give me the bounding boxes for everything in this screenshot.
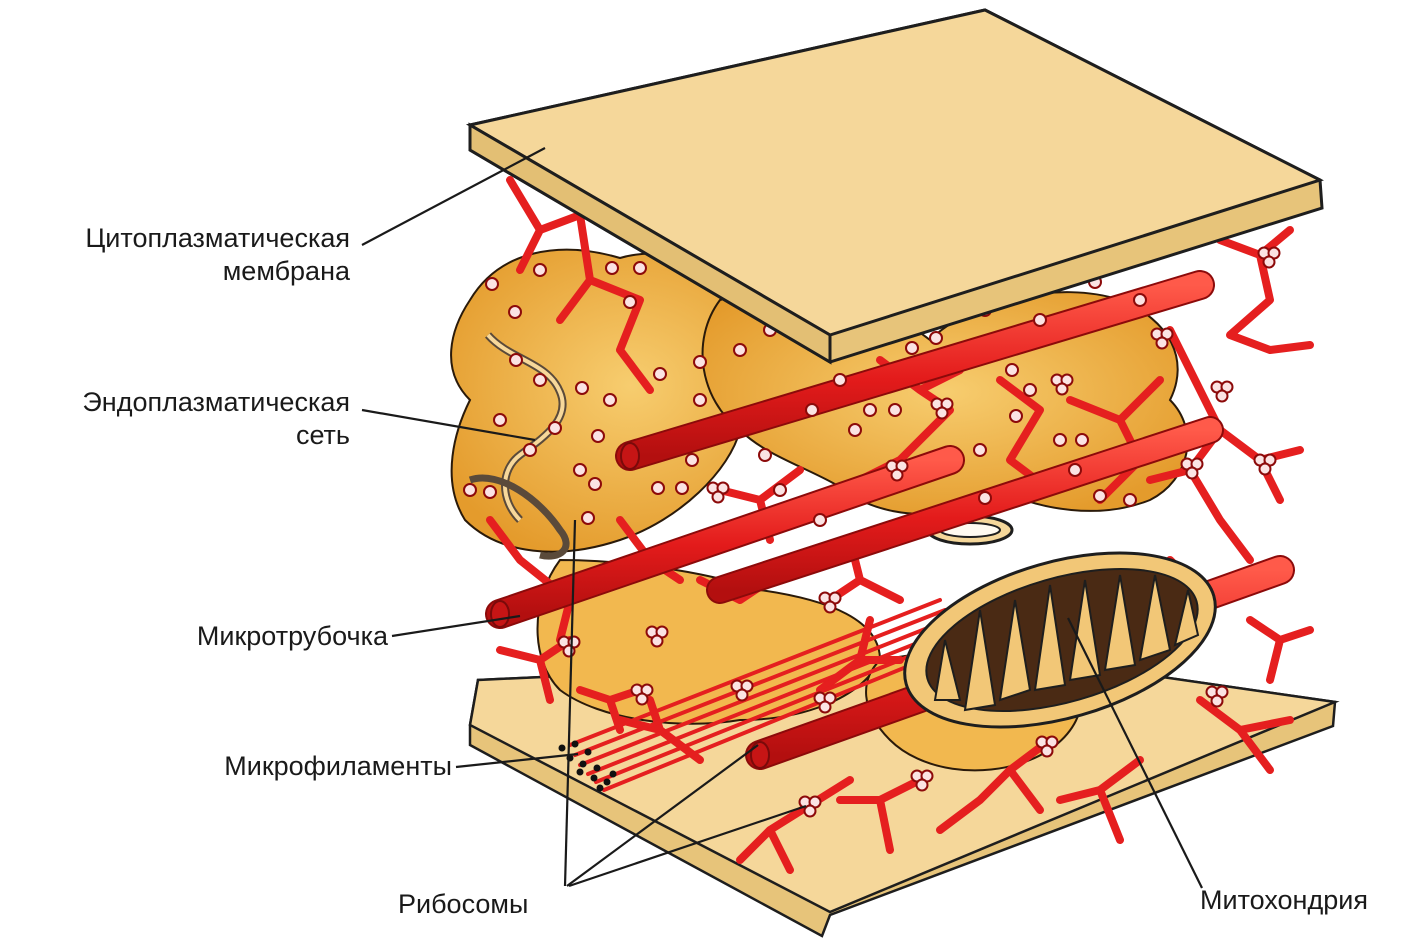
label-ribosomes: Рибосомы: [398, 888, 528, 921]
label-cytoplasmic-membrane: Цитоплазматическая мембрана: [8, 222, 350, 288]
label-membrane-line2: мембрана: [8, 255, 350, 288]
label-mitochondria: Митохондрия: [1200, 884, 1368, 917]
label-er-line1: Эндоплазматическая: [8, 386, 350, 419]
label-microtubule: Микротрубочка: [100, 620, 388, 653]
label-endoplasmic-reticulum: Эндоплазматическая сеть: [8, 386, 350, 452]
label-microfilaments: Микрофиламенты: [100, 750, 452, 783]
label-er-line2: сеть: [8, 419, 350, 452]
label-membrane-line1: Цитоплазматическая: [8, 222, 350, 255]
